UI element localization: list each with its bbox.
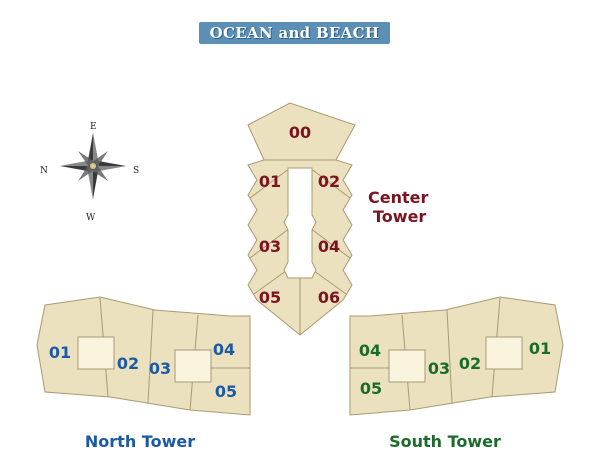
- north-core-right: [174, 349, 212, 383]
- north-unit-04-label: 04: [213, 340, 235, 359]
- south-unit-03-label: 03: [428, 359, 450, 378]
- center-tower-plan: 00 01 02 03 04 05 06: [247, 102, 356, 336]
- unit-02-label: 02: [318, 172, 340, 191]
- south-unit-02-label: 02: [459, 354, 481, 373]
- north-core-left: [77, 336, 115, 370]
- south-core-right: [485, 336, 523, 370]
- center-tower-core: [283, 167, 317, 279]
- south-unit-04-label: 04: [359, 341, 381, 360]
- compass-e-label: E: [90, 122, 97, 132]
- unit-06-label: 06: [318, 288, 340, 307]
- north-unit-03-label: 03: [149, 359, 171, 378]
- unit-03-label: 03: [259, 237, 281, 256]
- compass-rose-icon: E N S W: [40, 122, 139, 223]
- compass-w-label: W: [86, 213, 96, 223]
- south-unit-05-label: 05: [360, 379, 382, 398]
- south-unit-01-label: 01: [529, 339, 551, 358]
- north-tower-name: North Tower: [85, 432, 195, 451]
- north-unit-02-label: 02: [117, 354, 139, 373]
- unit-01-label: 01: [259, 172, 281, 191]
- center-tower-name-line2: Tower: [373, 207, 426, 226]
- compass-s-label: S: [133, 166, 139, 176]
- north-unit-05-label: 05: [215, 382, 237, 401]
- center-tower-name-line1: Center: [368, 188, 428, 207]
- compass-n-label: N: [40, 166, 48, 176]
- south-tower-plan: 04 05 03 02 01: [349, 296, 564, 416]
- north-tower-plan: 01 02 03 04 05: [36, 296, 251, 416]
- ocean-beach-banner: OCEAN and BEACH: [199, 22, 390, 44]
- unit-00-label: 00: [289, 123, 311, 142]
- unit-04-label: 04: [318, 237, 340, 256]
- banner-title: OCEAN and BEACH: [209, 24, 380, 42]
- north-unit-01-label: 01: [49, 343, 71, 362]
- south-tower-name: South Tower: [389, 432, 501, 451]
- south-core-left: [388, 349, 426, 383]
- unit-05-label: 05: [259, 288, 281, 307]
